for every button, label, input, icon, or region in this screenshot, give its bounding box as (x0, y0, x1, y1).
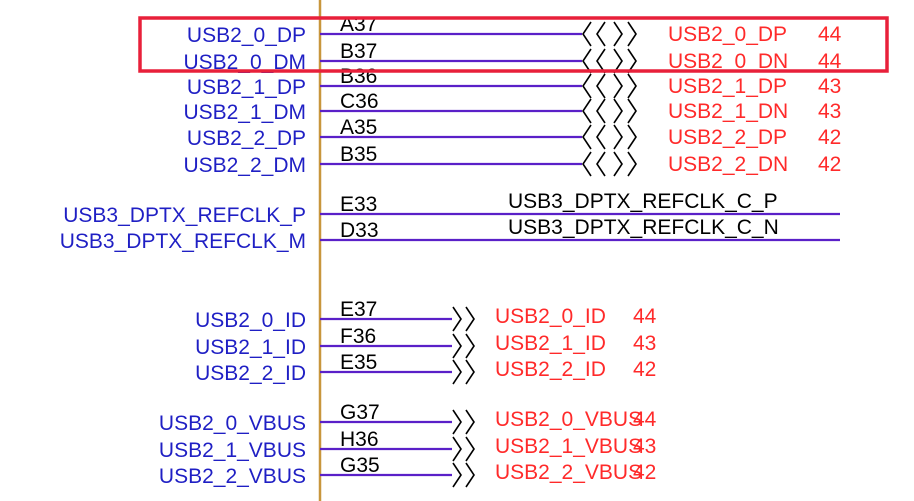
offpage-connector-icon (452, 359, 475, 385)
net-label: USB2_1_DN (668, 100, 788, 123)
pin-name: USB2_2_DM (183, 154, 306, 177)
pin-name: USB3_DPTX_REFCLK_P (63, 204, 306, 227)
pin-number: B36 (340, 65, 377, 88)
pin-name: USB2_0_DM (183, 51, 306, 74)
pin-row: USB2_0_DM B37 USB2_0_DN 44 (183, 40, 841, 74)
sheet-reference: 43 (818, 75, 841, 98)
pin-row: USB2_1_DM C36 USB2_1_DN 43 (183, 90, 841, 124)
pin-number: F36 (340, 325, 376, 348)
pin-name: USB2_2_VBUS (159, 465, 306, 488)
pin-number: H36 (340, 428, 379, 451)
net-label: USB2_0_DP (668, 23, 787, 46)
sheet-reference: 44 (633, 408, 657, 431)
net-label: USB2_2_DN (668, 153, 788, 176)
pin-row: USB3_DPTX_REFCLK_M D33 USB3_DPTX_REFCLK_C_… (60, 216, 840, 253)
sheet-reference: 43 (818, 100, 841, 123)
offpage-connector-icon (613, 21, 637, 47)
offpage-connector-icon (582, 48, 606, 74)
sheet-reference: 44 (633, 305, 657, 328)
sheet-reference: 43 (633, 332, 656, 355)
sheet-reference: 44 (818, 23, 842, 46)
offpage-connector-icon (582, 151, 606, 177)
offpage-connector-icon (613, 73, 637, 99)
pin-number: E35 (340, 351, 377, 374)
offpage-connector-icon (613, 151, 637, 177)
offpage-connector-icon (582, 73, 606, 99)
pin-row: USB3_DPTX_REFCLK_P E33 USB3_DPTX_REFCLK_C_… (63, 190, 840, 227)
net-label: USB2_0_VBUS (495, 408, 642, 431)
offpage-connector-icon (452, 462, 475, 488)
pin-number: A35 (340, 116, 377, 139)
net-label: USB2_1_DP (668, 75, 787, 98)
offpage-connector-icon (452, 409, 475, 435)
net-label: USB2_2_DP (668, 126, 787, 149)
offpage-connector-icon (613, 98, 637, 124)
pin-name: USB2_2_ID (195, 362, 306, 385)
sheet-reference: 42 (818, 126, 841, 149)
pin-name: USB2_2_DP (187, 127, 306, 150)
highlight-box (138, 16, 889, 73)
net-label: USB2_1_ID (495, 332, 606, 355)
pin-name: USB2_1_VBUS (159, 439, 306, 462)
offpage-connector-icon (582, 98, 606, 124)
pin-number: G35 (340, 454, 380, 477)
offpage-connector-icon (452, 436, 475, 462)
sheet-reference: 42 (633, 358, 656, 381)
pin-row: USB2_2_ID E35 USB2_2_ID 42 (195, 351, 656, 385)
pin-number: D33 (340, 219, 379, 242)
net-label: USB2_1_VBUS (495, 435, 642, 458)
offpage-connector-icon (582, 124, 606, 150)
offpage-connector-icon (613, 48, 637, 74)
sheet-reference: 42 (633, 461, 656, 484)
pin-row: USB2_2_DM B35 USB2_2_DN 42 (183, 143, 841, 177)
pin-number: B35 (340, 143, 377, 166)
sheet-reference: 44 (818, 50, 842, 73)
offpage-connector-icon (613, 124, 637, 150)
pin-name: USB2_0_ID (195, 309, 306, 332)
net-label: USB3_DPTX_REFCLK_C_P (508, 190, 778, 213)
sheet-reference: 43 (633, 435, 656, 458)
pin-number: B37 (340, 40, 377, 63)
pin-name: USB2_0_VBUS (159, 412, 306, 435)
pin-name: USB2_1_ID (195, 336, 306, 359)
sheet-reference: 42 (818, 153, 841, 176)
pin-row: USB2_0_ID E37 USB2_0_ID 44 (195, 298, 657, 332)
net-label: USB2_0_DN (668, 50, 788, 73)
pin-row: USB2_1_ID F36 USB2_1_ID 43 (195, 325, 656, 359)
pin-name: USB2_0_DP (187, 24, 306, 47)
offpage-connector-icon (452, 306, 475, 332)
net-label: USB2_2_ID (495, 358, 606, 381)
net-label: USB3_DPTX_REFCLK_C_N (508, 216, 779, 239)
net-label: USB2_0_ID (495, 305, 606, 328)
pin-number: E37 (340, 298, 377, 321)
net-label: USB2_2_VBUS (495, 461, 642, 484)
pin-number: C36 (340, 90, 379, 113)
offpage-connector-icon (452, 333, 475, 359)
pin-name: USB3_DPTX_REFCLK_M (60, 230, 306, 253)
pin-row: USB2_2_DP A35 USB2_2_DP 42 (187, 116, 841, 150)
offpage-connector-icon (582, 21, 606, 47)
pin-name: USB2_1_DP (187, 76, 306, 99)
pin-number: E33 (340, 193, 377, 216)
pin-name: USB2_1_DM (183, 101, 306, 124)
pin-number: G37 (340, 401, 380, 424)
